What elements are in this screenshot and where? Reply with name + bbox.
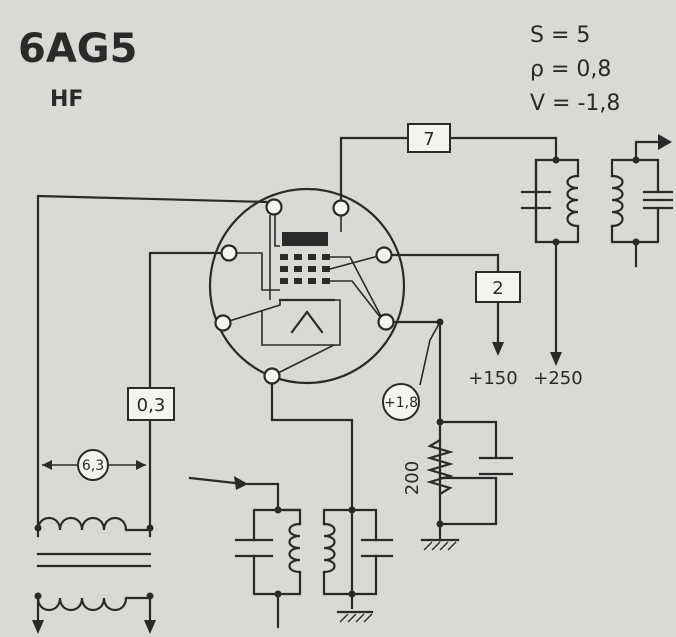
coils [36, 174, 624, 612]
box-2: 2 [475, 271, 521, 303]
output-coil [610, 174, 624, 228]
pin-5 [377, 313, 395, 331]
box-7-label: 7 [423, 129, 434, 150]
pin-3 [214, 314, 232, 332]
circle-63: 6,3 [77, 449, 109, 481]
tube-pins [214, 198, 395, 385]
input-coil [288, 522, 302, 574]
anode-coil [566, 174, 580, 228]
grid-coil [322, 522, 336, 574]
grid-electrodes [280, 254, 330, 284]
supply-250-label: +250 [533, 368, 582, 389]
circle-18-label: +1,8 [384, 395, 418, 411]
heater-secondary-coil [36, 516, 152, 532]
heater-primary-coil [36, 596, 152, 612]
signal-arrows [32, 134, 672, 634]
supply-150-label: +150 [468, 368, 517, 389]
param-v: V = -1,8 [530, 91, 620, 116]
pin-4 [263, 367, 281, 385]
box-03: 0,3 [127, 387, 175, 421]
tube-name: 6AG5 [18, 26, 137, 72]
pin-7 [332, 199, 350, 217]
circle-18: +1,8 [382, 383, 420, 421]
tube-type: HF [50, 87, 83, 112]
resistor-value: 200 [402, 461, 423, 495]
box-7: 7 [407, 123, 451, 153]
pin-1 [265, 198, 283, 216]
heater-filament [290, 310, 324, 334]
ground-symbols [336, 538, 460, 623]
tube-envelope [208, 187, 406, 385]
box-03-label: 0,3 [137, 395, 166, 416]
junction-dots [34, 156, 640, 600]
param-s: S = 5 [530, 23, 590, 48]
pin-6 [375, 246, 393, 264]
cathode-resistor [426, 438, 454, 496]
circle-63-label: 6,3 [82, 458, 104, 474]
plate-electrode [282, 232, 328, 246]
external-wiring [36, 136, 674, 629]
box-2-label: 2 [492, 278, 503, 299]
pin-2 [220, 244, 238, 262]
param-rho: ρ = 0,8 [530, 57, 611, 82]
